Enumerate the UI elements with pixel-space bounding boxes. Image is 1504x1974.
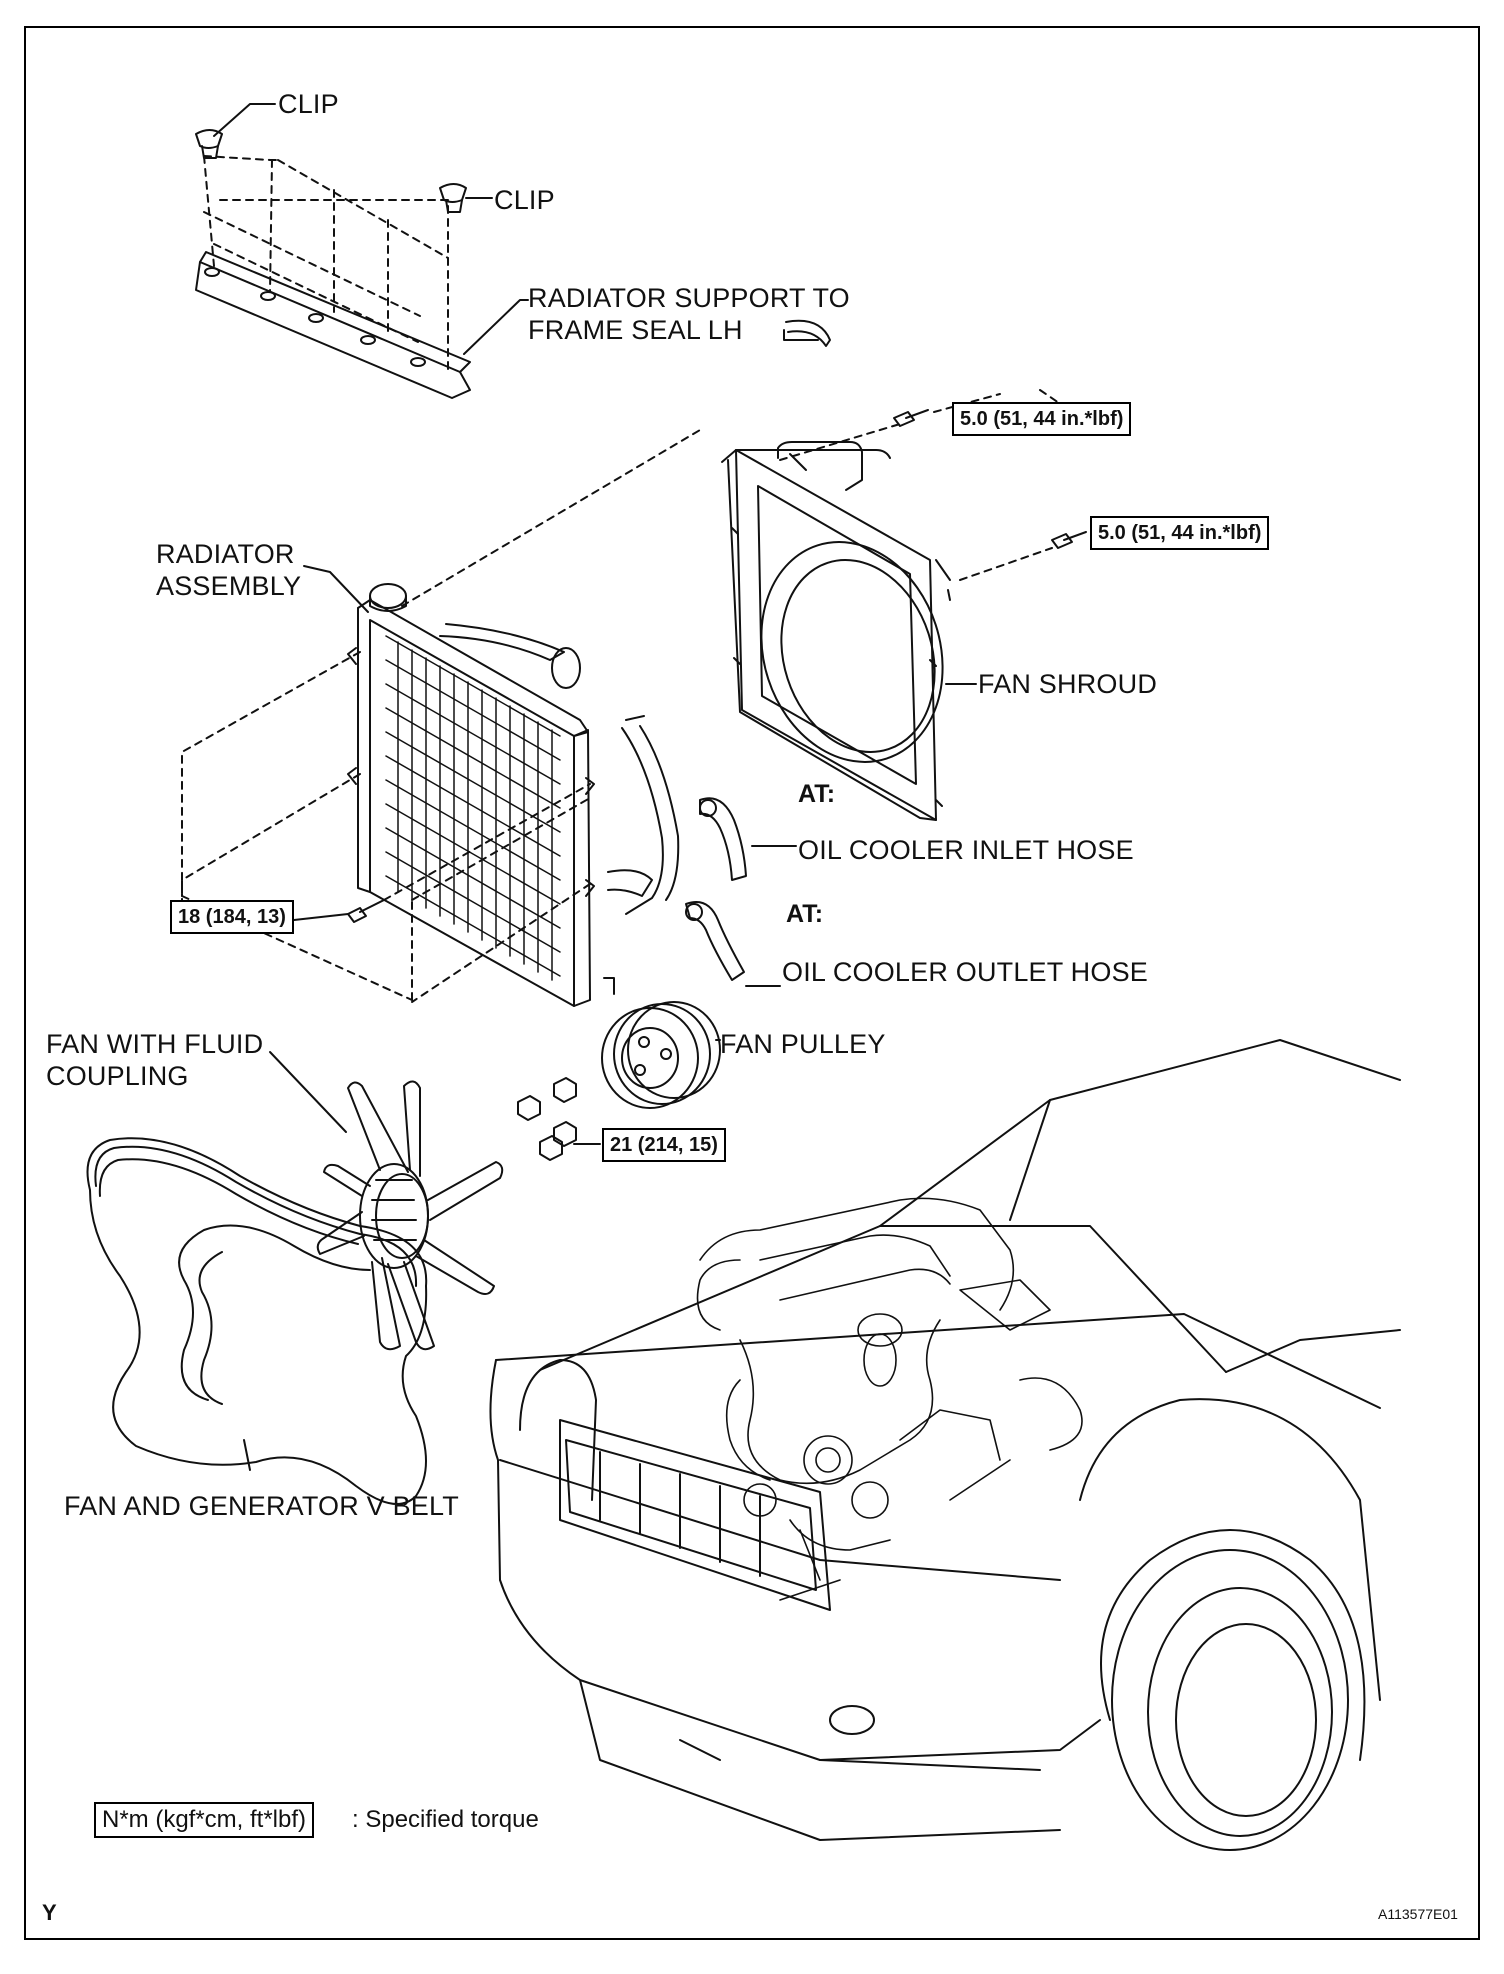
fan-coupling-label-line2: COUPLING [46,1061,189,1091]
frame-seal-label-line1: RADIATOR SUPPORT TO [528,283,850,313]
v-belt-label: FAN AND GENERATOR V BELT [64,1491,459,1521]
clip-label-top: CLIP [278,89,339,119]
legend-torque-text: : Specified torque [352,1806,539,1833]
at-label-outlet: AT: [786,900,824,928]
radiator-label-line1: RADIATOR [156,539,295,569]
clip-label-middle: CLIP [494,185,555,215]
oil-cooler-outlet-label: OIL COOLER OUTLET HOSE [782,957,1148,987]
oil-cooler-inlet-label: OIL COOLER INLET HOSE [798,835,1134,865]
fan-shroud-illustration [721,319,1087,821]
oil-cooler-hoses-illustration [685,797,797,987]
fan-illustration [269,1051,504,1351]
fan-pulley-illustration [517,1001,721,1161]
fan-shroud-label: FAN SHROUD [978,669,1158,699]
torque-shroud-right: 5.0 (51, 44 in.*lbf) [1090,516,1270,550]
torque-fan-nuts: 21 (214, 15) [602,1128,726,1162]
figure-id: A113577E01 [1378,1906,1458,1922]
fan-coupling-label-line1: FAN WITH FLUID [46,1029,264,1059]
truck-illustration [489,1039,1401,1851]
v-belt-illustration [86,1137,428,1505]
frame-seal-illustration [195,103,529,399]
legend-torque-box: N*m (kgf*cm, ft*lbf) [94,1802,315,1838]
torque-shroud-upper: 5.0 (51, 44 in.*lbf) [952,402,1132,436]
diagram-frame [24,26,1480,1940]
at-label-inlet: AT: [798,780,836,808]
torque-radiator-bolt: 18 (184, 13) [170,900,294,934]
frame-seal-label-line2: FRAME SEAL LH [528,315,743,345]
corner-marker-left: Y [42,1900,57,1925]
radiator-label-line2: ASSEMBLY [156,571,302,601]
fan-pulley-label: FAN PULLEY [720,1029,886,1059]
